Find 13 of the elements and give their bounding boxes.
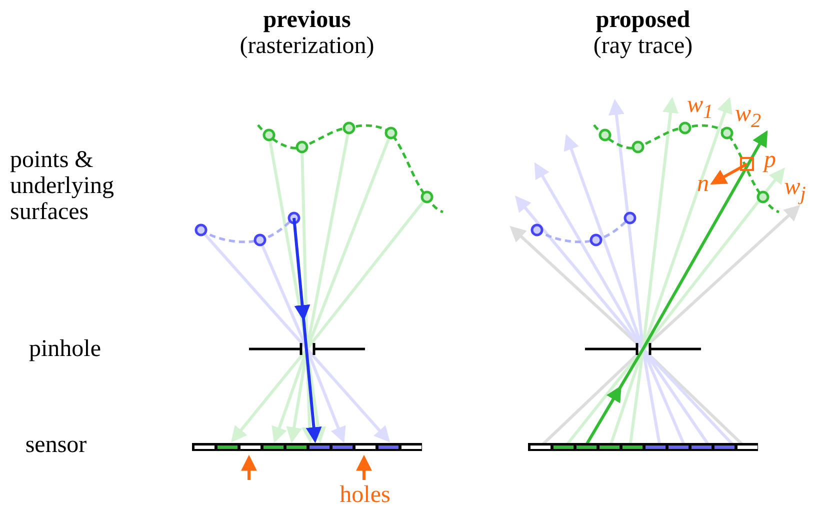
panel-heading: proposed — [596, 7, 690, 33]
math-label: p — [764, 147, 776, 173]
row-label: pinhole — [29, 336, 101, 362]
math-label: w$_{2}$ — [734, 100, 761, 134]
panel-subheading: (rasterization) — [240, 33, 374, 59]
panel-heading: previous — [263, 7, 351, 33]
row-label: sensor — [25, 432, 87, 458]
math-label: w$_{1}$ — [686, 92, 713, 124]
math-label: w$_{j}$ — [784, 174, 806, 206]
row-label: points & underlying surfaces — [10, 147, 115, 225]
annotation-label: holes — [340, 482, 390, 508]
panel-subheading: (ray trace) — [593, 33, 693, 59]
math-label: n — [697, 171, 709, 197]
